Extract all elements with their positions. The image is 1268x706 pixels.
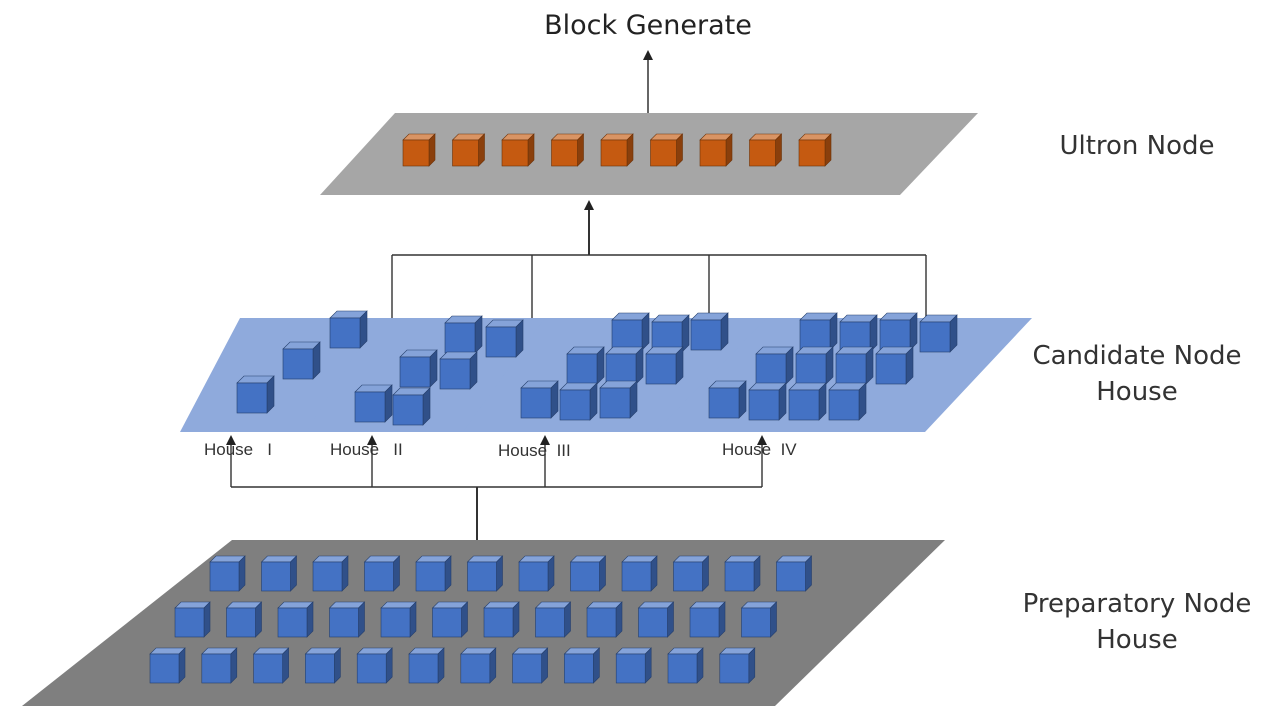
preparatory-node-cube [483, 601, 520, 638]
house-3-label: House III [498, 441, 571, 460]
candidate-node-cube [748, 382, 787, 421]
preparatory-node-cubes [149, 555, 813, 684]
preparatory-node-cube [569, 555, 607, 592]
candidate-node-cube [795, 346, 834, 385]
preparatory-node-cube [225, 601, 263, 638]
preparatory-node-cube [534, 601, 572, 638]
candidate-node-cube [439, 351, 478, 390]
preparatory-node-cube [304, 647, 342, 684]
preparatory-node-cube [356, 647, 393, 684]
candidate-node-cube [651, 314, 690, 353]
preparatory-node-cube [689, 601, 726, 638]
preparatory-node-cube [277, 601, 314, 638]
ultron-node-label: Ultron Node [1059, 131, 1214, 161]
diagram-title: Block Generate [544, 10, 752, 41]
ultron-node-cube [748, 133, 783, 167]
candidate-node-cube [879, 312, 918, 351]
preparatory-layer-label-line2: House [1096, 625, 1177, 655]
candidate-node-cube [611, 312, 650, 351]
preparatory-node-cube [637, 601, 675, 638]
candidate-node-cube [566, 346, 605, 385]
candidate-node-cubes [236, 310, 958, 426]
preparatory-node-cube [621, 555, 658, 592]
candidate-node-cube [605, 346, 644, 385]
house-2-label: House II [330, 440, 403, 459]
preparatory-node-cube [511, 647, 549, 684]
ultron-node-cubes [402, 133, 832, 167]
candidate-node-cube [755, 346, 794, 385]
candidate-node-cube [399, 349, 438, 388]
preparatory-node-cube [408, 647, 445, 684]
preparatory-node-cube [431, 601, 469, 638]
preparatory-node-plane [22, 540, 945, 706]
preparatory-node-cube [740, 601, 778, 638]
candidate-node-cube [329, 310, 368, 349]
preparatory-node-cube [312, 555, 349, 592]
candidate-layer-label-line1: Candidate Node [1032, 341, 1241, 371]
ultron-node-cube [451, 133, 486, 167]
candidate-node-cube [392, 387, 431, 426]
candidate-node-cube [839, 314, 878, 353]
candidate-node-cube [919, 314, 958, 353]
candidate-node-cube [236, 375, 275, 414]
candidate-node-cube [875, 346, 914, 385]
preparatory-node-cube [380, 601, 417, 638]
preparatory-layer-label-line1: Preparatory Node [1023, 589, 1252, 619]
preparatory-node-cube [667, 647, 704, 684]
ultron-node-plane [320, 113, 978, 195]
preparatory-node-cube [563, 647, 601, 684]
preparatory-node-cube [672, 555, 710, 592]
candidate-node-cube [799, 312, 838, 351]
preparatory-node-cube [724, 555, 761, 592]
preparatory-node-cube [328, 601, 366, 638]
preparatory-node-cube [518, 555, 555, 592]
ultron-node-cube [501, 133, 535, 167]
ultron-node-cube [402, 133, 436, 167]
preparatory-node-cube [201, 647, 238, 684]
preparatory-to-candidate-connector [226, 435, 767, 540]
candidate-node-cube [559, 382, 598, 421]
candidate-layer-label-line2: House [1096, 377, 1177, 407]
candidate-node-cube [444, 315, 483, 354]
preparatory-node-cube [615, 647, 652, 684]
candidate-node-cube [354, 384, 393, 423]
preparatory-node-cube [209, 555, 246, 592]
ultron-node-cube [550, 133, 585, 167]
candidate-node-cube [828, 382, 867, 421]
candidate-node-cube [599, 380, 638, 419]
preparatory-node-cube [775, 555, 813, 592]
preparatory-node-cube [149, 647, 186, 684]
ultron-node-cube [699, 133, 733, 167]
candidate-node-cube [835, 346, 874, 385]
candidate-node-cube [708, 380, 747, 419]
candidate-node-cube [282, 341, 321, 380]
candidate-to-ultron-connector [391, 200, 927, 318]
preparatory-node-cube [260, 555, 298, 592]
candidate-node-cube [788, 382, 827, 421]
preparatory-node-cube [252, 647, 290, 684]
candidate-node-cube [645, 346, 684, 385]
ultron-node-cube [798, 133, 832, 167]
preparatory-node-cube [415, 555, 452, 592]
preparatory-node-cube [460, 647, 497, 684]
house-4-label: House IV [722, 440, 797, 459]
preparatory-node-cube [466, 555, 504, 592]
candidate-node-cube [690, 312, 729, 351]
candidate-node-cube [520, 380, 559, 419]
preparatory-node-cube [719, 647, 756, 684]
preparatory-node-cube [363, 555, 401, 592]
preparatory-node-cube [174, 601, 211, 638]
preparatory-node-cube [586, 601, 623, 638]
house-1-label: House I [204, 440, 272, 459]
ultron-node-cube [600, 133, 634, 167]
candidate-node-cube [485, 319, 524, 358]
ultron-node-cube [649, 133, 684, 167]
